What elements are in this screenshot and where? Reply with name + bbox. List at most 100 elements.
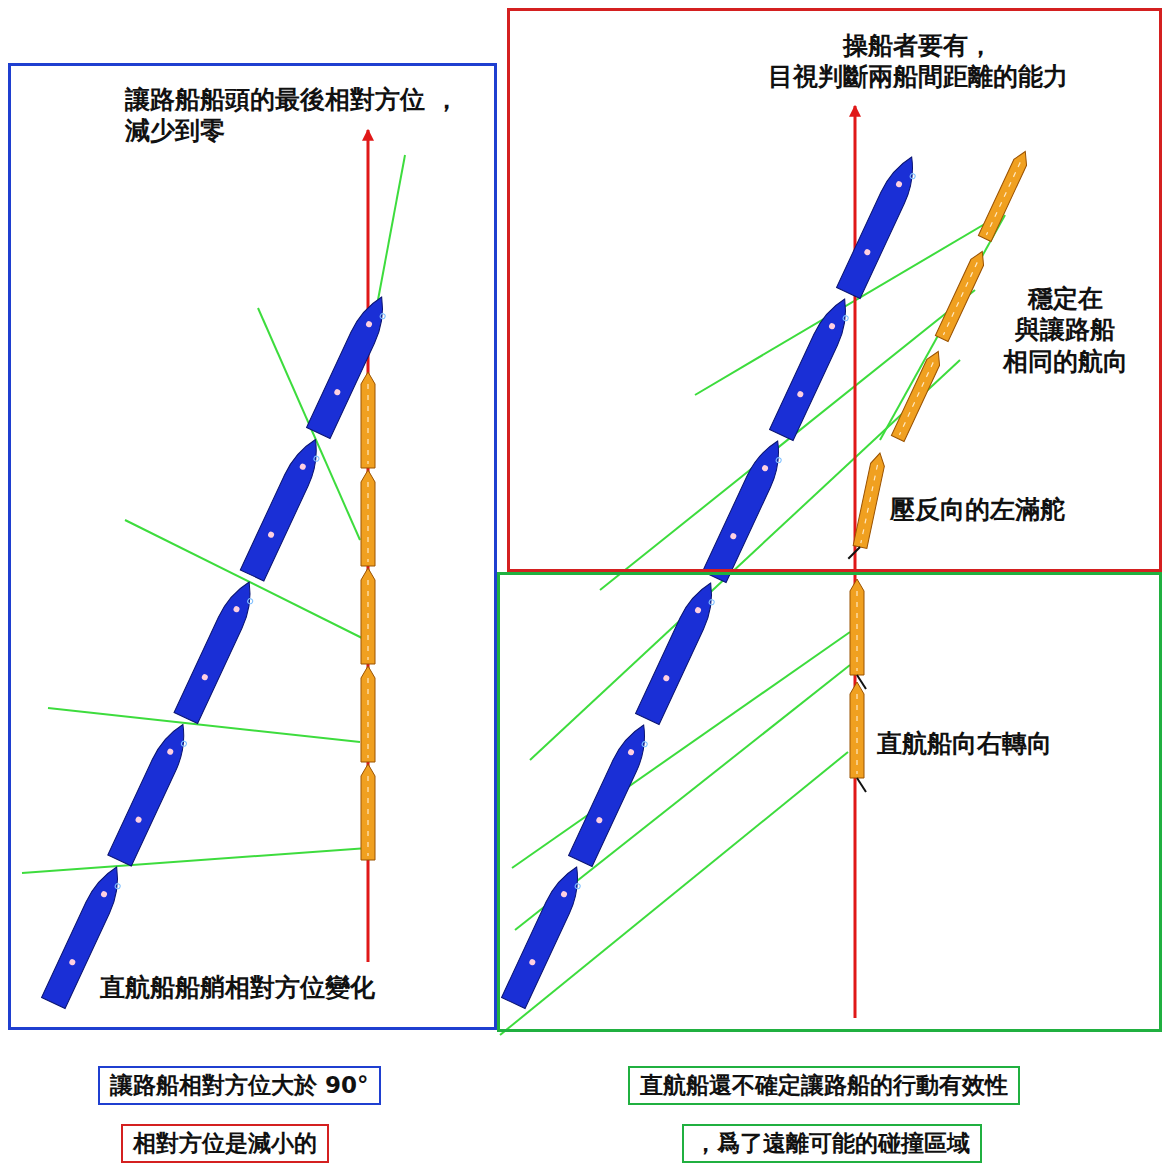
ship-light (694, 606, 702, 614)
ship-hull (850, 682, 864, 778)
ship-centerline (367, 384, 368, 464)
ship-hull (361, 470, 375, 566)
scenario-panel: 直航船向右轉向 (497, 572, 1162, 1032)
note-box: 直航船還不確定讓路船的行動有效性 (628, 1066, 1020, 1105)
ship-light (233, 605, 241, 613)
rudder (857, 675, 866, 689)
stand-on-ship (850, 682, 866, 792)
ship-light (595, 816, 603, 824)
ship-light (247, 598, 254, 605)
ship-hull (307, 292, 394, 439)
stand-on-ship (361, 470, 375, 566)
stand-on-ship (850, 579, 866, 689)
ship-light (775, 457, 782, 464)
ship-hull (891, 349, 944, 442)
course-arrow (854, 106, 857, 1018)
sight-line (880, 215, 1005, 440)
ship-light (796, 390, 804, 398)
give-way-ship (837, 152, 924, 299)
annotation-text: 操船者要有， 目視判斷兩船間距離的能力 (728, 30, 1108, 93)
ship-hull (361, 666, 375, 762)
ship-hull (361, 764, 375, 860)
ship-hull (935, 249, 988, 342)
ship-light (863, 248, 871, 256)
ship-light (729, 532, 737, 540)
ship-light (313, 455, 320, 462)
give-way-ship (108, 719, 195, 866)
ship-light (895, 180, 903, 188)
ship-light (574, 883, 581, 890)
ship-centerline (367, 776, 368, 856)
ship-light (708, 599, 715, 606)
note-text: 相對方位是減小的 (123, 1126, 327, 1161)
sight-line (22, 848, 368, 873)
ship-centerline (986, 162, 1020, 235)
give-way-ship (770, 294, 857, 441)
ship-light (560, 890, 568, 898)
ship-centerline (861, 465, 878, 543)
ship-light (68, 958, 76, 966)
ship-hull (240, 434, 327, 581)
ship-hull (174, 577, 261, 724)
give-way-ship (703, 436, 790, 583)
ship-hull (636, 578, 723, 725)
ship-light (267, 531, 275, 539)
ship-light (166, 748, 174, 756)
stand-on-ship (935, 249, 988, 342)
ship-light (365, 320, 373, 328)
ship-centerline (367, 482, 368, 562)
sight-line (500, 752, 848, 1035)
sight-line (600, 290, 975, 590)
stand-on-ship (361, 666, 375, 762)
annotation-text: 直航船向右轉向 (877, 728, 1117, 759)
rudder (848, 545, 860, 561)
ship-light (909, 173, 916, 180)
ship-hull (837, 152, 924, 299)
ship-light (828, 322, 836, 330)
ship-centerline (899, 362, 933, 435)
sight-line (378, 155, 405, 300)
ship-light (379, 313, 386, 320)
annotation-text: 壓反向的左滿舵 (890, 494, 1130, 525)
ship-light (181, 740, 188, 747)
ship-centerline (367, 580, 368, 660)
annotation-text: 直航船船艄相對方位變化 (100, 972, 460, 1003)
ship-hull (361, 568, 375, 664)
ship-light (842, 315, 849, 322)
sight-line (530, 360, 960, 760)
ship-light (627, 748, 635, 756)
ship-hull (703, 436, 790, 583)
give-way-ships (42, 152, 924, 1009)
ship-light (662, 674, 670, 682)
ship-light (201, 673, 209, 681)
ship-light (114, 883, 121, 890)
note-text: 直航船還不確定讓路船的行動有效性 (630, 1068, 1018, 1103)
note-text: 讓路船相對方位大於 90° (100, 1068, 379, 1103)
ship-centerline (856, 591, 857, 671)
stand-on-ship (891, 349, 944, 442)
ship-hull (770, 294, 857, 441)
give-way-ship (502, 862, 589, 1009)
ship-hull (569, 720, 656, 867)
ship-hull (978, 149, 1031, 242)
ship-hull (108, 719, 195, 866)
note-text: ，爲了遠離可能的碰撞區域 (684, 1126, 980, 1161)
give-way-ship (636, 578, 723, 725)
stand-on-ship (978, 149, 1031, 242)
give-way-ship (240, 434, 327, 581)
sight-line (48, 708, 360, 742)
stand-on-ship (361, 764, 375, 860)
ship-light (761, 464, 769, 472)
scenario-panel: 讓路船船頭的最後相對方位 ，減少到零直航船船艄相對方位變化 (8, 63, 497, 1030)
stand-on-ship (361, 568, 375, 664)
ship-hull (853, 452, 887, 549)
ship-light (299, 463, 307, 471)
give-way-ship (174, 577, 261, 724)
ship-light (333, 388, 341, 396)
stand-on-ship (361, 372, 375, 468)
ship-centerline (856, 694, 857, 774)
scenario-panel: 操船者要有， 目視判斷兩船間距離的能力穩定在 與讓路船 相同的航向壓反向的左滿舵 (507, 8, 1162, 572)
give-way-ship (307, 292, 394, 439)
note-box: ，爲了遠離可能的碰撞區域 (682, 1124, 982, 1163)
